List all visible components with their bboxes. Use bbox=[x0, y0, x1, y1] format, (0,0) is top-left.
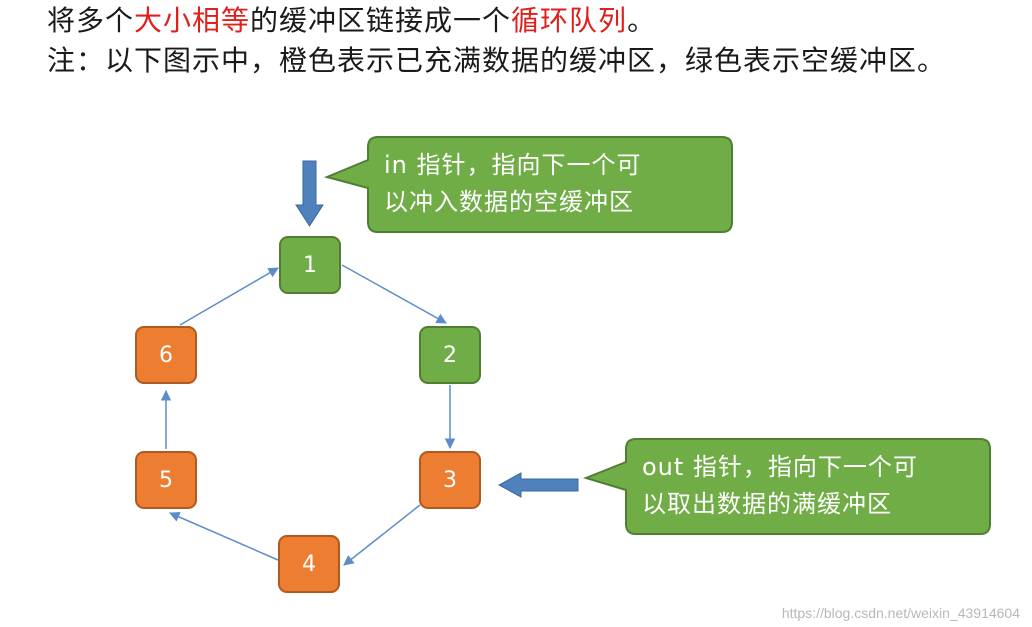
link-4-to-5 bbox=[169, 511, 279, 561]
in-pointer-text-line-1: in 指针，指向下一个可 bbox=[384, 151, 642, 179]
intro-highlight-circular-queue: 循环队列 bbox=[511, 4, 628, 37]
out-pointer-text-line-1: out 指针，指向下一个可 bbox=[642, 453, 918, 481]
buffer-2: 2 bbox=[419, 326, 481, 384]
intro-highlight-equal-size: 大小相等 bbox=[134, 4, 251, 37]
link-6-to-1 bbox=[179, 267, 279, 326]
link-3-to-4 bbox=[343, 504, 421, 566]
in-pointer-callout bbox=[323, 136, 733, 233]
intro-line-1: 将多个大小相等的缓冲区链接成一个循环队列。 bbox=[47, 4, 656, 38]
buffer-6: 6 bbox=[135, 326, 197, 384]
intro-suffix: 。 bbox=[627, 4, 657, 37]
buffer-3: 3 bbox=[419, 451, 481, 509]
out-pointer-callout bbox=[582, 438, 991, 535]
buffer-1-label: 1 bbox=[303, 252, 317, 278]
buffer-1: 1 bbox=[279, 236, 341, 294]
in-pointer-text-line-2: 以冲入数据的空缓冲区 bbox=[384, 188, 634, 216]
buffer-5-label: 5 bbox=[159, 467, 173, 493]
buffer-4: 4 bbox=[278, 535, 340, 593]
buffer-5: 5 bbox=[135, 451, 197, 509]
intro-prefix: 将多个 bbox=[47, 4, 135, 37]
in-pointer-arrow bbox=[295, 160, 324, 227]
out-pointer-arrow bbox=[497, 472, 579, 498]
intro-line-2: 注：以下图示中，橙色表示已充满数据的缓冲区，绿色表示空缓冲区。 bbox=[47, 44, 947, 77]
buffer-4-label: 4 bbox=[302, 551, 316, 577]
buffer-2-label: 2 bbox=[443, 342, 457, 368]
link-1-to-2 bbox=[341, 264, 447, 324]
buffer-3-label: 3 bbox=[443, 467, 457, 493]
watermark: https://blog.csdn.net/weixin_43914604 bbox=[781, 605, 1020, 621]
buffer-6-label: 6 bbox=[159, 342, 173, 368]
intro-middle: 的缓冲区链接成一个 bbox=[250, 4, 512, 37]
out-pointer-text-line-2: 以取出数据的满缓冲区 bbox=[642, 490, 892, 518]
